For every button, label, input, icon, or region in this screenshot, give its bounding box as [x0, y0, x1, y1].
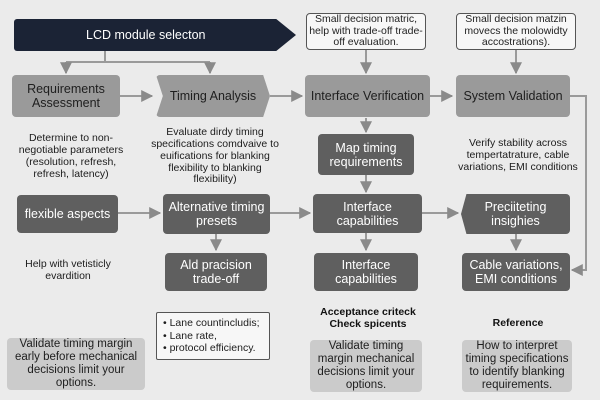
node-cable-variations: Cable variations, EMI conditions: [462, 253, 570, 291]
acceptance-criteria-label: Acceptance criteck Check spicents: [320, 306, 416, 330]
header-bar: LCD module selecton: [14, 19, 296, 51]
reference-label: Reference: [492, 317, 544, 329]
header-title: LCD module selecton: [86, 28, 206, 42]
node-flexible-aspects: flexible aspects: [17, 195, 118, 233]
footer-left: Validate timing margin early before mech…: [7, 338, 145, 390]
node-map-timing: Map timing requirements: [318, 134, 414, 175]
node-interface-capabilities-1: Interface capabilities: [313, 194, 422, 233]
connector-header-split: [66, 51, 210, 63]
requirements-description: Determine to non-negotiable parameters (…: [18, 132, 124, 180]
checklist-item: Lane rate,: [163, 330, 260, 343]
timing-description: Evaluate dirdy timing specifications com…: [151, 126, 279, 186]
stage-system: System Validation: [456, 75, 570, 117]
checklist-item: Lane countincludis;: [163, 317, 260, 330]
stage-requirements: Requirements Assessment: [12, 75, 120, 117]
stage-interface: Interface Verification: [305, 75, 430, 117]
note-top-right: Small decision matzin movecs the molowid…: [456, 13, 576, 50]
node-alternative-presets: Alternative timing presets: [163, 194, 270, 234]
flexible-help-text: Help with vetisticly evardition: [25, 258, 111, 282]
node-interface-capabilities-2: Interface capabilities: [314, 253, 418, 291]
system-description: Verify stability across tempertatrature,…: [458, 137, 578, 173]
checklist: Lane countincludis; Lane rate, protocol …: [163, 317, 260, 355]
checklist-box: Lane countincludis; Lane rate, protocol …: [156, 312, 270, 360]
note-top-center: Small decision matric, help with trade-o…: [306, 13, 426, 50]
connector-system-cable: [570, 95, 587, 276]
stage-timing: Timing Analysis: [156, 75, 270, 117]
node-ald-precision: Ald pracision trade-off: [165, 253, 267, 291]
footer-center: Validate timing margin mechanical decisi…: [310, 340, 422, 392]
footer-right: How to interpret timing specifications t…: [462, 340, 572, 392]
checklist-item: protocol efficiency.: [163, 342, 260, 355]
node-preciteting-insights: Preciiteting insighies: [461, 194, 570, 234]
